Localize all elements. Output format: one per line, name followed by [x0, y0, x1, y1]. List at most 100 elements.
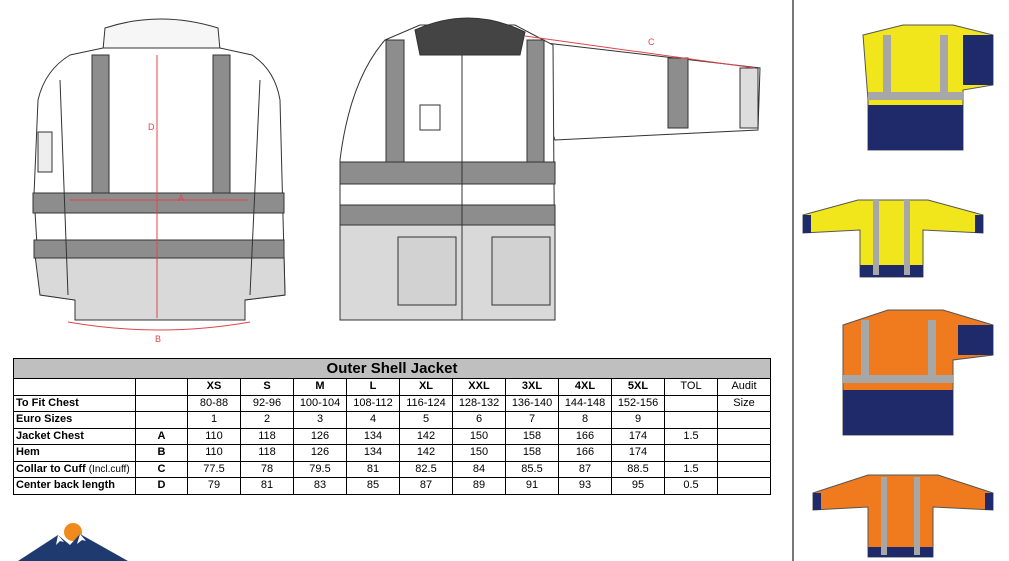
size-value-cell: 79 [187, 477, 241, 495]
size-header: S [240, 378, 294, 396]
vertical-divider [792, 0, 794, 561]
row-label: To Fit Chest [13, 394, 136, 412]
size-value-cell: 118 [240, 427, 294, 445]
row-label-suffix: (Incl.cuff) [88, 463, 130, 475]
dimension-label-b: B [155, 334, 161, 344]
size-value-cell: 89 [452, 477, 506, 495]
size-value-cell: 95 [611, 477, 665, 495]
size-header: 4XL [558, 378, 612, 396]
size-value-cell: 144-148 [558, 394, 612, 412]
size-value-cell: 128-132 [452, 394, 506, 412]
audit-cell [716, 411, 772, 429]
size-value-cell: 91 [505, 477, 559, 495]
size-value-cell: 126 [293, 444, 347, 462]
orange-navy-jacket-photo [842, 309, 994, 436]
tolerance-cell: 1.5 [664, 460, 718, 478]
size-value-cell: 8 [558, 411, 612, 429]
size-value-cell: 118 [240, 444, 294, 462]
mountain-sun-logo [18, 523, 128, 561]
size-chart-table: Outer Shell Jacket XS S M L XL XXL 3XL 4… [12, 358, 772, 495]
row-label: Euro Sizes [13, 411, 136, 429]
row-label-text: Center back length [16, 479, 116, 492]
size-value-cell: 166 [558, 444, 612, 462]
measurement-code: C [135, 460, 188, 478]
dimension-label-a: A [178, 193, 184, 203]
back-view-drawing [32, 18, 286, 331]
audit-cell [716, 427, 772, 445]
size-value-cell: 158 [505, 427, 559, 445]
tolerance-cell: 1.5 [664, 427, 718, 445]
tolerance-cell: 0.5 [664, 477, 718, 495]
table-title: Outer Shell Jacket [12, 358, 772, 379]
row-label-text: Euro Sizes [16, 413, 73, 426]
size-header: M [293, 378, 347, 396]
size-value-cell: 6 [452, 411, 506, 429]
dimension-label-d: D [148, 122, 155, 132]
tolerance-cell [664, 411, 718, 429]
size-header: 5XL [611, 378, 665, 396]
size-value-cell: 116-124 [399, 394, 453, 412]
size-value-cell: 85.5 [505, 460, 559, 478]
size-value-cell: 83 [293, 477, 347, 495]
size-value-cell: 108-112 [346, 394, 400, 412]
size-value-cell: 134 [346, 427, 400, 445]
measurement-code [135, 394, 188, 412]
size-value-cell: 3 [293, 411, 347, 429]
size-value-cell: 85 [346, 477, 400, 495]
size-value-cell: 142 [399, 427, 453, 445]
size-header: 3XL [505, 378, 559, 396]
size-value-cell: 81 [346, 460, 400, 478]
audit-cell: Size [716, 394, 772, 412]
measurement-code: B [135, 444, 188, 462]
size-value-cell: 174 [611, 444, 665, 462]
size-value-cell: 152-156 [611, 394, 665, 412]
row-label: Collar to Cuff (Incl.cuff) [13, 460, 136, 478]
size-value-cell: 82.5 [399, 460, 453, 478]
size-value-cell: 150 [452, 444, 506, 462]
row-label: Center back length [13, 477, 136, 495]
audit-cell [716, 444, 772, 462]
orange-sleeves-jacket-photo [812, 474, 994, 558]
tolerance-cell [664, 444, 718, 462]
row-label-text: To Fit Chest [16, 396, 79, 409]
size-value-cell: 134 [346, 444, 400, 462]
size-value-cell: 126 [293, 427, 347, 445]
tolerance-cell [664, 394, 718, 412]
size-value-cell: 158 [505, 444, 559, 462]
size-value-cell: 88.5 [611, 460, 665, 478]
size-header: L [346, 378, 400, 396]
size-header: XL [399, 378, 453, 396]
size-header: XS [187, 378, 241, 396]
size-value-cell: 87 [399, 477, 453, 495]
row-label-text: Collar to Cuff [16, 462, 89, 475]
size-value-cell: 174 [611, 427, 665, 445]
yellow-navy-jacket-photo [862, 24, 994, 151]
audit-cell [716, 477, 772, 495]
tol-header: TOL [664, 378, 718, 396]
size-value-cell: 93 [558, 477, 612, 495]
size-value-cell: 7 [505, 411, 559, 429]
row-label-text: Hem [16, 446, 40, 459]
size-value-cell: 1 [187, 411, 241, 429]
size-value-cell: 84 [452, 460, 506, 478]
size-value-cell: 142 [399, 444, 453, 462]
size-value-cell: 110 [187, 427, 241, 445]
technical-drawings: D A B C [32, 17, 761, 344]
measurement-code: A [135, 427, 188, 445]
dimension-label-c: C [648, 37, 655, 47]
size-value-cell: 4 [346, 411, 400, 429]
size-value-cell: 79.5 [293, 460, 347, 478]
row-label: Hem [13, 444, 136, 462]
size-value-cell: 5 [399, 411, 453, 429]
size-value-cell: 92-96 [240, 394, 294, 412]
size-value-cell: 136-140 [505, 394, 559, 412]
size-value-cell: 100-104 [293, 394, 347, 412]
yellow-sleeves-jacket-photo [802, 199, 984, 278]
size-value-cell: 9 [611, 411, 665, 429]
measurement-code [135, 411, 188, 429]
